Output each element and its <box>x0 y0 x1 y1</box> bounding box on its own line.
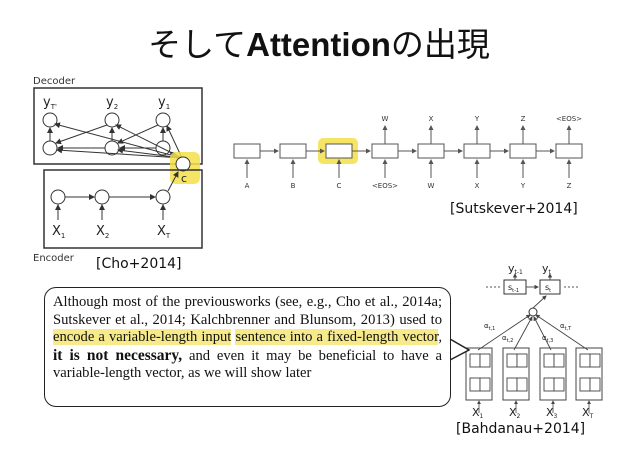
title-suffix: の出現 <box>390 25 490 64</box>
alpha-label: αt,3 <box>542 334 553 344</box>
title-bold: Attention <box>246 26 391 63</box>
input-token: Y <box>520 182 526 190</box>
bahdanau-diagram: yt-1 yt st-1 st αt,1 αt,2 αt,3 αt,T <box>465 262 603 418</box>
lstm-cells <box>233 143 583 159</box>
sum-node <box>528 307 538 317</box>
output-token: Y <box>474 115 480 123</box>
encoder-label: Encoder <box>33 253 75 264</box>
input-token: X <box>475 182 480 190</box>
bahdanau-x-label: X1 <box>472 406 484 418</box>
quote-text: Although most of the previousworks (see,… <box>53 294 442 328</box>
context-label: c <box>181 172 187 185</box>
output-token: Z <box>521 115 526 123</box>
decoder-y-label: yT' <box>43 95 57 111</box>
bubble-pointer <box>449 338 471 361</box>
annotation-columns <box>465 347 603 401</box>
title-prefix: そして <box>148 25 247 64</box>
encoder-x-label: XT <box>157 224 171 240</box>
sutskever-caption: [Sutskever+2014] <box>450 201 578 217</box>
decoder-y-label: y2 <box>106 95 118 111</box>
encoder-x-label: X1 <box>52 224 65 240</box>
decoder-output-node <box>42 112 58 128</box>
bahdanau-caption: [Bahdanau+2014] <box>456 421 586 437</box>
quote-box: Although most of the previousworks (see,… <box>44 287 451 407</box>
cho-caption: [Cho+2014] <box>96 256 182 272</box>
slide-title: そしてAttentionの出現 <box>0 18 638 66</box>
bahdanau-x-label: X2 <box>509 406 521 418</box>
encoder-state-node <box>155 189 171 205</box>
quote-highlight: encode a variable-length input <box>53 329 232 346</box>
quote-text: , <box>438 329 443 346</box>
y-prev-label: yt-1 <box>508 262 523 276</box>
decoder-box <box>33 87 203 165</box>
s-cur-label: st <box>545 283 551 294</box>
input-token: Z <box>567 182 572 190</box>
output-token: X <box>429 115 434 123</box>
input-token: <EOS> <box>372 182 398 190</box>
decoder-label: Decoder <box>33 76 76 87</box>
encoder-x-label: X2 <box>96 224 109 240</box>
decoder-output-node <box>155 112 171 128</box>
alpha-label: αt,1 <box>484 322 495 332</box>
quote-text: and even it may be beneficial to have a … <box>53 347 442 382</box>
encoder-box <box>43 169 203 249</box>
encoder-state-node <box>94 189 110 205</box>
cho-diagram: Decoder yT' y2 y1 c Encoder <box>33 76 203 264</box>
encoder-state-node <box>50 189 66 205</box>
output-token: W <box>382 115 389 123</box>
output-token: <EOS> <box>556 115 582 123</box>
quote-emphasis: it is not necessary, <box>53 346 183 364</box>
input-token: B <box>291 182 296 190</box>
decoder-y-label: y1 <box>158 95 170 111</box>
input-token: W <box>428 182 435 190</box>
y-cur-label: yt <box>542 262 552 276</box>
sutskever-diagram: W X Y Z <EOS> A B C <EOS> W X Y Z <box>233 115 583 190</box>
alpha-label: αt,2 <box>502 334 513 344</box>
alpha-label: αt,T <box>560 322 572 332</box>
context-node <box>175 156 191 172</box>
input-token: A <box>245 182 250 190</box>
decoder-state-node <box>42 140 58 156</box>
hidden-cells <box>469 353 601 392</box>
bahdanau-x-label: XT <box>582 406 594 418</box>
bahdanau-x-label: X3 <box>546 406 558 418</box>
s-prev-label: st-1 <box>508 283 519 294</box>
quote-highlight: sentence into a fixed-length vector <box>235 329 439 346</box>
input-token: C <box>337 182 342 190</box>
